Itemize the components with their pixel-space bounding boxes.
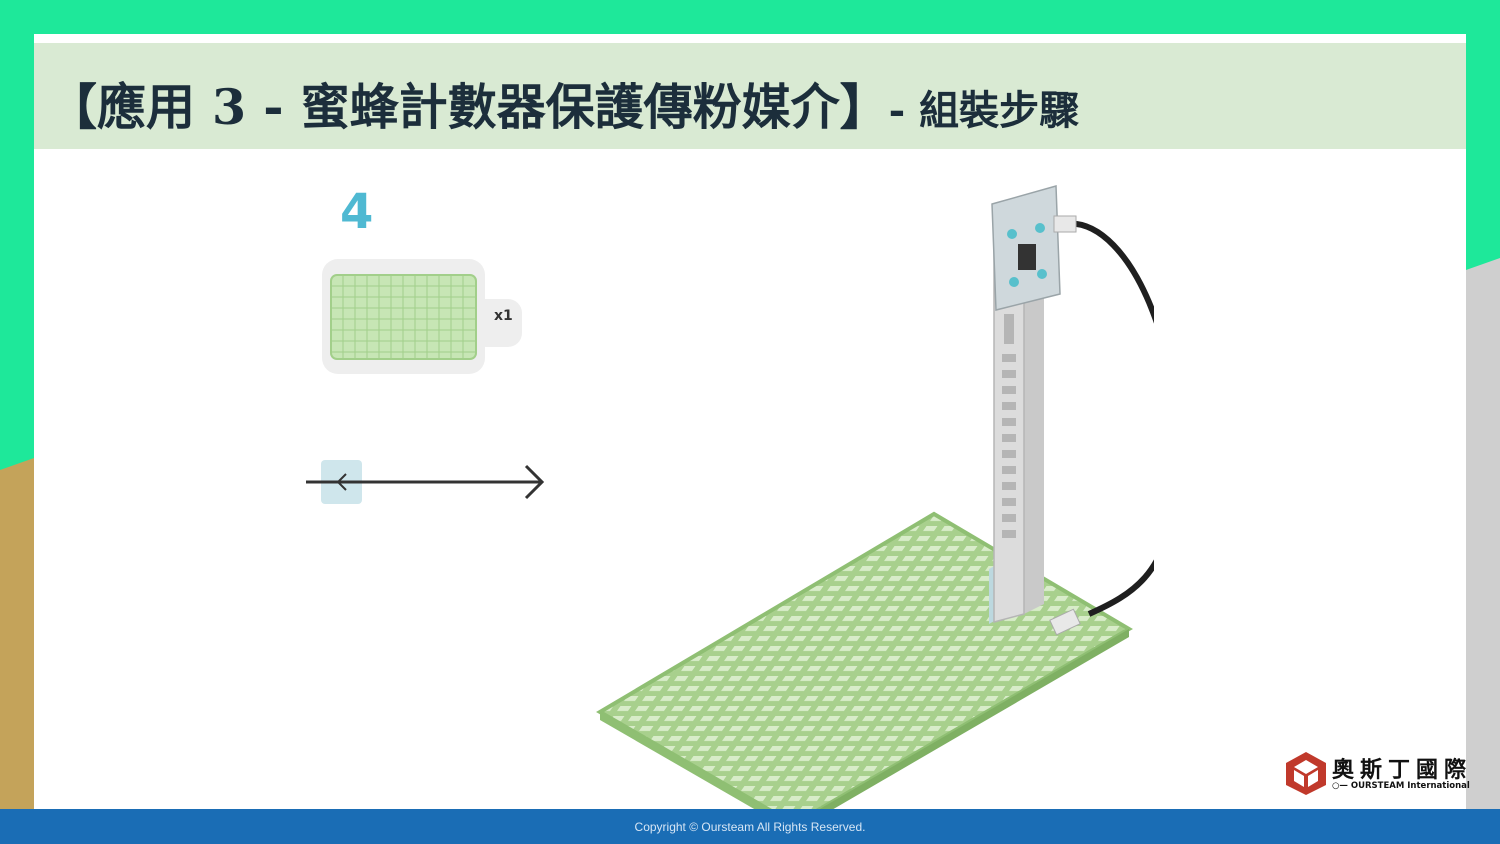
arrow-right-icon: [306, 464, 545, 500]
green-base-plate: [596, 511, 1133, 814]
part-card: [322, 259, 522, 374]
part-quantity: x1: [494, 308, 513, 324]
assembly-model-illustration: [596, 185, 1154, 814]
cable: [1063, 220, 1154, 617]
title-main: 【應用 3 - 蜜蜂計數器保護傳粉媒介】: [48, 78, 889, 136]
company-logo: 奧斯丁國際 ○— OURSTEAM International: [1284, 750, 1470, 798]
title-sub: - 組裝步驟: [888, 87, 1080, 134]
logo-english-text: ○— OURSTEAM International: [1332, 781, 1470, 791]
copyright-text: Copyright © Oursteam All Rights Reserved…: [634, 820, 866, 834]
logo-chinese-text: 奧斯丁國際: [1332, 758, 1473, 783]
slide-canvas: 【應用 3 - 蜜蜂計數器保護傳粉媒介】- 組裝步驟 4 x1: [34, 34, 1470, 814]
step-number: 4: [340, 184, 374, 240]
vertical-stand: [989, 226, 1044, 624]
footer-bar: Copyright © Oursteam All Rights Reserved…: [0, 809, 1500, 844]
step-navigation[interactable]: [304, 454, 549, 504]
title-bar: [34, 43, 1466, 149]
page-title: 【應用 3 - 蜜蜂計數器保護傳粉媒介】- 組裝步驟: [48, 68, 1079, 139]
cube-logo-icon: [1286, 752, 1326, 795]
sensor-module: [991, 185, 1061, 311]
